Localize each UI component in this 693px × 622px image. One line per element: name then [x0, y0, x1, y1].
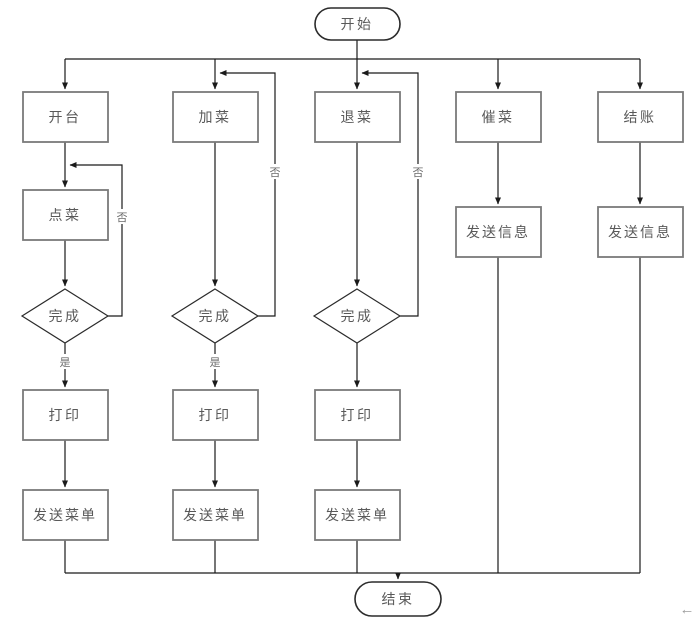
node-decision2-label: 完成: [199, 309, 232, 325]
send-menu-box-3: [314, 489, 401, 541]
node-send-menu-1: 发送菜单: [22, 489, 109, 541]
return-dish-box: [314, 91, 401, 143]
edge-label-no-2-text: 否: [270, 167, 281, 179]
node-order-dish-label: 点菜: [49, 208, 82, 224]
edge-label-yes-1: 是: [57, 354, 73, 369]
end-terminator-shape: [354, 581, 442, 617]
node-urge-dish: 催菜: [455, 91, 542, 143]
back-arrow-icon: ←: [680, 602, 693, 618]
node-start-label: 开始: [341, 17, 374, 33]
print-box-1: [22, 389, 109, 441]
node-add-dish-label: 加菜: [199, 110, 232, 126]
node-send-info-1: 发送信息: [455, 206, 542, 258]
node-start: 开始: [314, 7, 401, 41]
edge-label-no-3: 否: [410, 164, 426, 179]
node-decision-complete-2: 完成: [170, 288, 260, 344]
edge-label-no-1: 否: [114, 209, 130, 224]
edge-label-yes-2-text: 是: [210, 356, 221, 369]
print-box-2: [172, 389, 259, 441]
node-decision1-label: 完成: [49, 309, 82, 325]
node-print-1: 打印: [22, 389, 109, 441]
node-end-label: 结束: [382, 592, 415, 608]
edge-label-yes-2-bg: [207, 354, 223, 369]
node-end: 结束: [354, 581, 442, 617]
node-add-dish: 加菜: [172, 91, 259, 143]
add-dish-box: [172, 91, 259, 143]
node-print3-label: 打印: [341, 407, 374, 424]
edge-decision2-no-loop: [219, 70, 276, 317]
node-print1-label: 打印: [49, 407, 82, 424]
send-menu-box-1: [22, 489, 109, 541]
node-send-menu-3: 发送菜单: [314, 489, 401, 541]
send-info-box-1: [455, 206, 542, 258]
print-box-3: [314, 389, 401, 441]
start-terminator-shape: [314, 7, 401, 41]
node-return-dish: 退菜: [314, 91, 401, 143]
order-dish-box: [22, 189, 109, 241]
send-info-box-2: [597, 206, 684, 258]
node-checkout: 结账: [597, 91, 684, 143]
decision-diamond-3: [312, 288, 402, 344]
node-decision-complete-3: 完成: [312, 288, 402, 344]
decision-diamond-1: [20, 288, 110, 344]
node-send-info1-label: 发送信息: [466, 224, 530, 241]
node-order-dish: 点菜: [22, 189, 109, 241]
edge-decision1-no-loop: [69, 162, 123, 317]
node-print-3: 打印: [314, 389, 401, 441]
node-send-info2-label: 发送信息: [608, 224, 672, 241]
node-send-menu3-label: 发送菜单: [325, 508, 389, 524]
send-menu-box-2: [172, 489, 259, 541]
node-urge-dish-label: 催菜: [482, 110, 515, 126]
node-print2-label: 打印: [199, 407, 232, 424]
edge-label-no-2: 否: [267, 164, 283, 179]
edge-label-no-1-bg: [114, 209, 130, 224]
node-send-menu1-label: 发送菜单: [33, 508, 97, 524]
node-open-table: 开台: [22, 91, 109, 143]
node-decision3-label: 完成: [341, 309, 374, 325]
node-return-dish-label: 退菜: [341, 110, 374, 126]
edge-label-yes-1-text: 是: [60, 356, 71, 369]
open-table-box: [22, 91, 109, 143]
decision-diamond-2: [170, 288, 260, 344]
urge-dish-box: [455, 91, 542, 143]
node-send-info-2: 发送信息: [597, 206, 684, 258]
edge-label-no-3-text: 否: [413, 167, 424, 179]
edge-label-no-2-bg: [267, 164, 283, 179]
edge-label-yes-1-bg: [57, 354, 73, 369]
node-open-table-label: 开台: [49, 110, 82, 126]
edge-decision3-no-loop: [361, 70, 419, 317]
node-print-2: 打印: [172, 389, 259, 441]
flow-edges: [62, 40, 643, 580]
checkout-box: [597, 91, 684, 143]
edge-label-no-3-bg: [410, 164, 426, 179]
node-send-menu2-label: 发送菜单: [183, 508, 247, 524]
node-send-menu-2: 发送菜单: [172, 489, 259, 541]
node-decision-complete-1: 完成: [20, 288, 110, 344]
edge-label-no-1-text: 否: [117, 212, 128, 224]
edge-label-yes-2: 是: [207, 354, 223, 369]
node-checkout-label: 结账: [624, 110, 657, 126]
